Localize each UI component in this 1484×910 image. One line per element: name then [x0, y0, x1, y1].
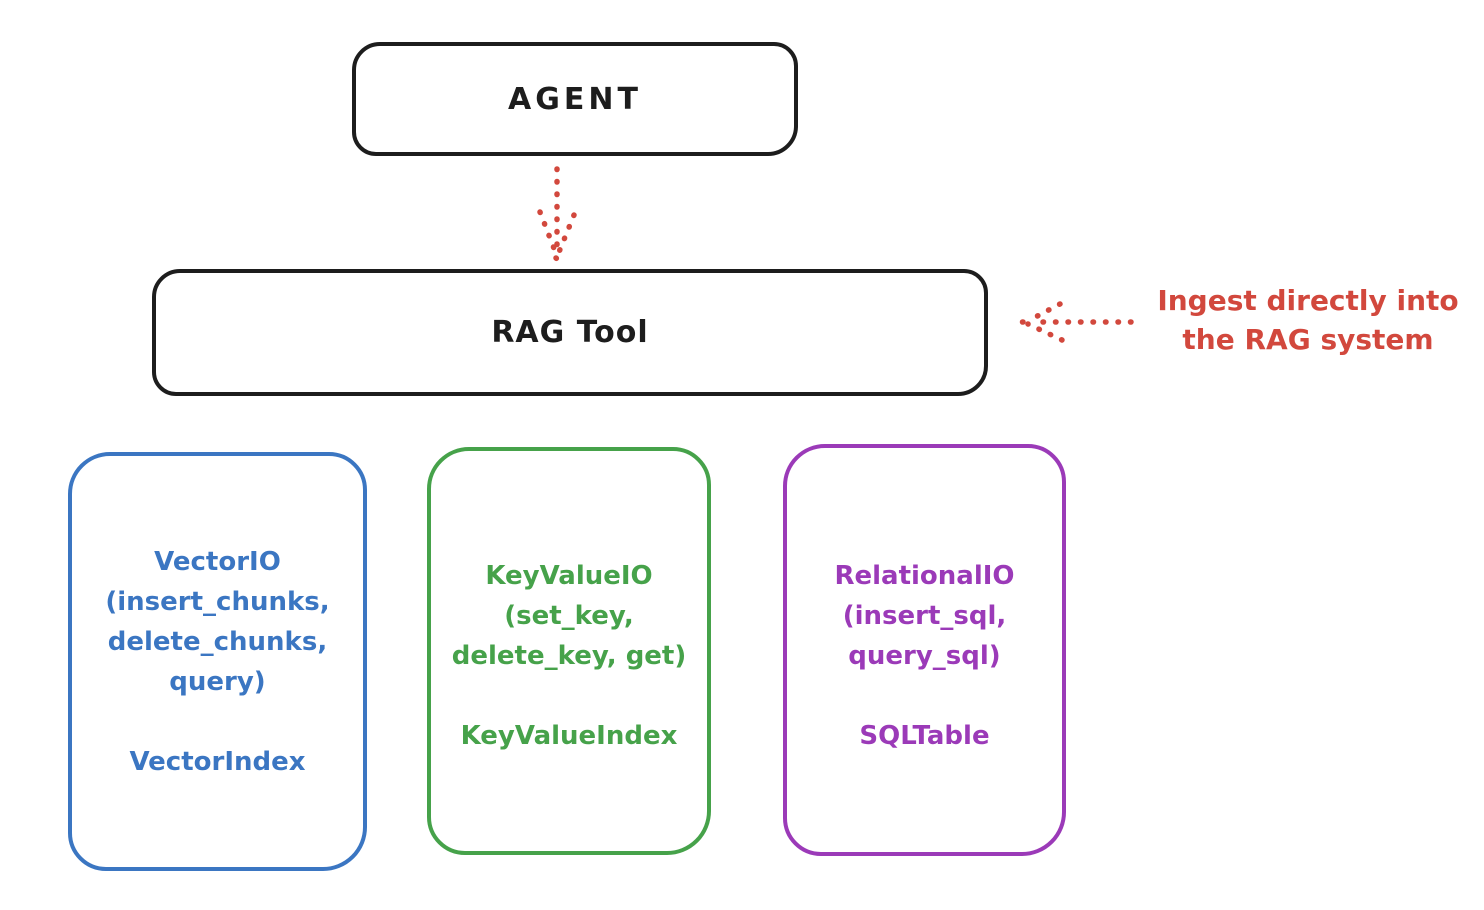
rag-tool-node-label: RAG Tool — [491, 315, 649, 350]
rag-tool-node: RAG Tool — [152, 269, 988, 396]
keyvalue-io-node: KeyValueIO (set_key, delete_key, get) Ke… — [427, 447, 711, 855]
relational-io-methods-line1: (insert_sql, — [842, 601, 1007, 631]
ingest-annotation: Ingest directly into the RAG system — [1138, 281, 1478, 359]
ingest-annotation-line1: Ingest directly into — [1157, 284, 1459, 317]
agent-node: AGENT — [352, 42, 798, 156]
vector-io-methods-line1: (insert_chunks, — [105, 587, 330, 617]
ingest-annotation-line2: the RAG system — [1182, 323, 1434, 356]
sql-table-label: SQLTable — [859, 721, 990, 751]
vector-io-node: VectorIO (insert_chunks, delete_chunks, … — [68, 452, 367, 871]
relational-io-title: RelationalIO — [834, 561, 1015, 591]
arrow-agent-to-ragtool — [537, 166, 577, 262]
vector-io-title: VectorIO — [154, 547, 281, 577]
keyvalue-io-methods-line1: (set_key, — [504, 601, 634, 631]
relational-io-node: RelationalIO (insert_sql, query_sql) SQL… — [783, 444, 1066, 856]
keyvalue-io-title: KeyValueIO — [485, 561, 653, 591]
relational-io-methods-line2: query_sql) — [848, 641, 1001, 671]
agent-node-label: AGENT — [508, 81, 642, 117]
keyvalue-io-methods-line2: delete_key, get) — [451, 641, 687, 671]
vector-index-label: VectorIndex — [129, 747, 306, 777]
arrow-annotation-to-ragtool — [1019, 301, 1134, 343]
vector-io-methods-line3: query) — [169, 667, 266, 697]
vector-io-methods-line2: delete_chunks, — [107, 627, 328, 657]
keyvalue-index-label: KeyValueIndex — [460, 721, 678, 751]
